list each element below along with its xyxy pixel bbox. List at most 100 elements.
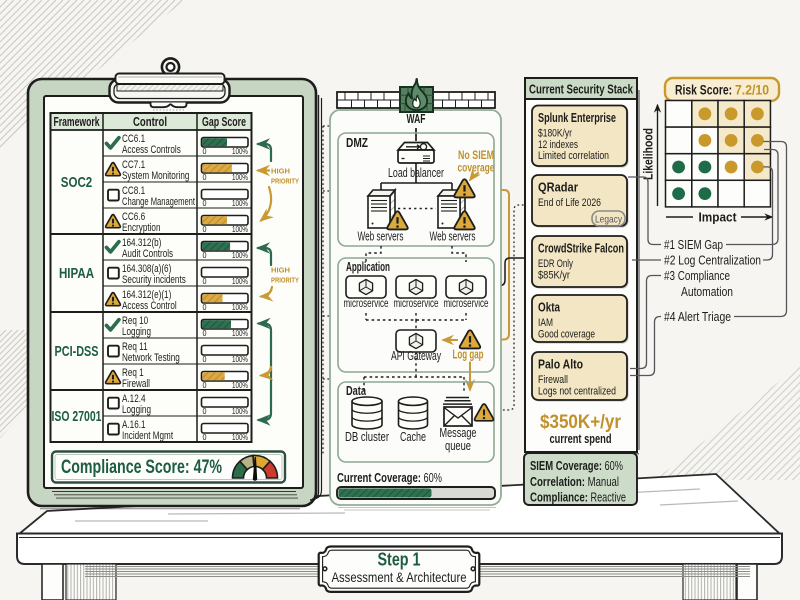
svg-text:ISO 27001: ISO 27001	[52, 408, 102, 425]
svg-text:Incident Mgmt: Incident Mgmt	[122, 430, 173, 442]
svg-text:Firewall: Firewall	[538, 374, 568, 386]
svg-text:CrowdStrike Falcon: CrowdStrike Falcon	[538, 242, 624, 256]
svg-text:Firewall: Firewall	[122, 378, 150, 390]
svg-text:Network Testing: Network Testing	[122, 352, 180, 364]
svg-text:API Gateway: API Gateway	[391, 349, 442, 363]
svg-text:Message: Message	[440, 426, 477, 440]
svg-text:Web servers: Web servers	[430, 230, 476, 244]
svg-text:CC7.1: CC7.1	[122, 159, 145, 171]
svg-text:Current Coverage: 60%: Current Coverage: 60%	[337, 470, 442, 485]
svg-text:CC6.6: CC6.6	[122, 211, 145, 223]
svg-text:12 indexes: 12 indexes	[538, 139, 578, 151]
svg-text:0: 0	[203, 329, 207, 338]
svg-text:Framework: Framework	[54, 114, 101, 129]
svg-text:0: 0	[203, 199, 207, 208]
svg-text:0: 0	[203, 355, 207, 364]
svg-text:Access Control: Access Control	[122, 300, 177, 312]
svg-text:Good coverage: Good coverage	[538, 328, 595, 340]
svg-text:Data: Data	[346, 384, 367, 398]
svg-text:100%: 100%	[232, 303, 248, 312]
svg-text:100%: 100%	[232, 329, 248, 338]
svg-text:Logging: Logging	[122, 404, 151, 416]
svg-text:PCI-DSS: PCI-DSS	[55, 343, 99, 360]
svg-text:Risk Score: 7.2/10: Risk Score: 7.2/10	[675, 83, 769, 98]
svg-text:SOC2: SOC2	[61, 174, 93, 191]
svg-text:0: 0	[203, 225, 207, 234]
svg-text:PRIORITY: PRIORITY	[271, 177, 299, 186]
svg-text:DMZ: DMZ	[346, 135, 368, 150]
svg-text:0: 0	[203, 381, 207, 390]
svg-text:SIEM Coverage: 60%: SIEM Coverage: 60%	[530, 459, 623, 473]
svg-text:A.12.4: A.12.4	[122, 393, 146, 405]
svg-text:Req 11: Req 11	[122, 341, 148, 353]
svg-text:100%: 100%	[232, 225, 248, 234]
svg-text:DB cluster: DB cluster	[345, 430, 389, 444]
svg-text:Logging: Logging	[122, 326, 151, 338]
svg-text:Gap Score: Gap Score	[202, 114, 246, 129]
svg-text:#3 Compliance: #3 Compliance	[664, 268, 730, 283]
svg-text:100%: 100%	[232, 251, 248, 260]
svg-text:Correlation: Manual: Correlation: Manual	[530, 475, 619, 489]
svg-text:100%: 100%	[232, 173, 248, 182]
svg-text:$85K/yr: $85K/yr	[538, 269, 570, 281]
svg-text:#4 Alert Triage: #4 Alert Triage	[664, 309, 731, 324]
svg-text:microservice: microservice	[394, 298, 439, 310]
svg-text:PRIORITY: PRIORITY	[271, 276, 299, 285]
svg-text:QRadar: QRadar	[538, 181, 578, 195]
svg-text:0: 0	[203, 173, 207, 182]
svg-text:End of Life 2026: End of Life 2026	[538, 197, 601, 209]
svg-text:164.312(e)(1): 164.312(e)(1)	[122, 289, 171, 301]
svg-text:No SIEM: No SIEM	[458, 148, 494, 162]
svg-text:HIPAA: HIPAA	[59, 265, 94, 282]
svg-text:HIGH: HIGH	[271, 167, 290, 176]
svg-text:Current Security Stack: Current Security Stack	[529, 83, 633, 97]
svg-text:A.16.1: A.16.1	[122, 419, 146, 431]
svg-text:Compliance: Reactive: Compliance: Reactive	[530, 491, 626, 505]
svg-text:100%: 100%	[232, 407, 248, 416]
svg-text:0: 0	[203, 433, 207, 442]
svg-text:EDR Only: EDR Only	[538, 258, 573, 270]
svg-text:Logs not centralized: Logs not centralized	[538, 385, 616, 397]
svg-text:0: 0	[203, 277, 207, 286]
svg-text:Application: Application	[346, 260, 390, 274]
svg-text:#1 SIEM Gap: #1 SIEM Gap	[664, 237, 723, 252]
svg-text:100%: 100%	[232, 199, 248, 208]
svg-text:System Monitoring: System Monitoring	[122, 170, 189, 182]
svg-text:Splunk Enterprise: Splunk Enterprise	[538, 111, 616, 125]
svg-text:0: 0	[203, 147, 207, 156]
svg-text:microservice: microservice	[444, 298, 489, 310]
svg-text:Web servers: Web servers	[358, 230, 404, 244]
svg-text:Palo Alto: Palo Alto	[538, 358, 583, 372]
svg-text:100%: 100%	[232, 355, 248, 364]
svg-text:Change Management: Change Management	[122, 196, 195, 208]
svg-text:Req 1: Req 1	[122, 367, 144, 379]
svg-text:100%: 100%	[232, 433, 248, 442]
svg-text:Likelihood: Likelihood	[642, 128, 656, 180]
svg-text:164.312(b): 164.312(b)	[122, 237, 161, 249]
svg-text:#2 Log Centralization: #2 Log Centralization	[664, 253, 761, 268]
svg-text:Compliance Score: 47%: Compliance Score: 47%	[61, 457, 222, 478]
svg-text:Cache: Cache	[400, 430, 426, 444]
svg-text:Audit Controls: Audit Controls	[122, 248, 173, 260]
svg-text:Encryption: Encryption	[122, 222, 161, 234]
svg-text:Assessment & Architecture: Assessment & Architecture	[332, 569, 467, 585]
svg-text:coverage: coverage	[458, 161, 495, 175]
svg-text:100%: 100%	[232, 147, 248, 156]
svg-text:microservice: microservice	[344, 298, 389, 310]
svg-text:100%: 100%	[232, 277, 248, 286]
svg-text:WAF: WAF	[407, 111, 426, 126]
svg-text:CC6.1: CC6.1	[122, 133, 145, 145]
svg-text:HIGH: HIGH	[271, 266, 290, 275]
svg-text:Control: Control	[133, 114, 167, 129]
svg-text:0: 0	[203, 251, 207, 260]
svg-text:164.308(a)(6): 164.308(a)(6)	[122, 263, 171, 275]
svg-text:Log gap: Log gap	[453, 348, 484, 362]
svg-text:Security incidents: Security incidents	[122, 274, 186, 286]
svg-text:Legacy: Legacy	[595, 214, 623, 226]
svg-text:Okta: Okta	[538, 301, 561, 315]
svg-text:queue: queue	[445, 439, 471, 453]
svg-text:0: 0	[203, 407, 207, 416]
svg-text:Access Controls: Access Controls	[122, 144, 181, 156]
svg-text:$350K+/yr: $350K+/yr	[540, 412, 622, 433]
svg-text:Limited correlation: Limited correlation	[538, 150, 609, 162]
